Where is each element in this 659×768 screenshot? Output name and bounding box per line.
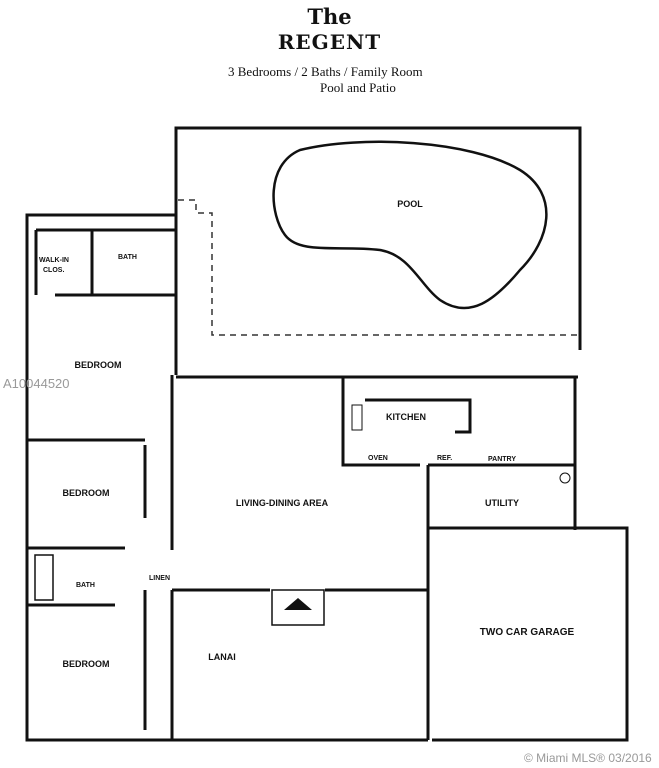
label-linen: LINEN bbox=[149, 575, 170, 582]
bathtub-icon bbox=[34, 554, 54, 601]
label-pantry: PANTRY bbox=[488, 456, 516, 463]
copyright-watermark: © Miami MLS® 03/2016 bbox=[524, 751, 652, 765]
label-bath-1: BATH bbox=[118, 254, 137, 261]
label-kitchen: KITCHEN bbox=[386, 412, 426, 422]
walls bbox=[25, 126, 629, 742]
label-bedroom-1: BEDROOM bbox=[75, 360, 122, 370]
label-living-dining: LIVING-DINING AREA bbox=[236, 498, 329, 508]
label-ref: REF. bbox=[437, 455, 452, 462]
label-closet: CLOS. bbox=[43, 267, 64, 274]
fireplace bbox=[271, 589, 325, 626]
label-garage: TWO CAR GARAGE bbox=[480, 627, 575, 638]
water-heater-icon bbox=[559, 472, 571, 484]
subtitle-pool: Pool and Patio bbox=[320, 80, 396, 95]
label-bedroom-3: BEDROOM bbox=[63, 659, 110, 669]
pool-deck-outline bbox=[178, 199, 578, 336]
subtitle-rooms: 3 Bedrooms / 2 Baths / Family Room bbox=[228, 64, 423, 79]
stove-icon bbox=[351, 404, 363, 431]
label-oven: OVEN bbox=[368, 455, 388, 462]
label-lanai: LANAI bbox=[208, 652, 236, 662]
fireplace-icon bbox=[284, 598, 312, 610]
title-regent: REGENT bbox=[277, 30, 382, 54]
listing-id-watermark: A10044520 bbox=[3, 376, 70, 391]
title-the: The bbox=[307, 4, 352, 29]
label-bath-2: BATH bbox=[76, 582, 95, 589]
label-bedroom-2: BEDROOM bbox=[63, 488, 110, 498]
label-utility: UTILITY bbox=[485, 498, 519, 508]
label-walk-in: WALK-IN bbox=[39, 257, 69, 264]
pool-shape bbox=[272, 140, 548, 310]
label-pool: POOL bbox=[397, 199, 423, 209]
